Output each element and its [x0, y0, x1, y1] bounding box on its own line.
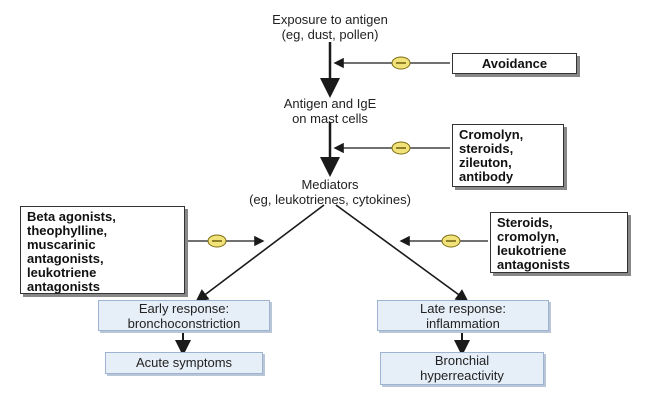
inhibit-symbol-early [207, 234, 227, 248]
inhibitor-box-early: Beta agonists, theophylline, muscarinic … [20, 206, 185, 294]
node-antigen-ige-line2: on mast cells [292, 111, 368, 126]
inhibitor-box-avoidance: Avoidance [452, 53, 577, 74]
response-late-line2: inflammation [426, 316, 500, 331]
inhibitor-late-line: cromolyn, [497, 229, 560, 244]
inhibitor-late-line: antagonists [497, 257, 570, 272]
node-exposure: Exposure to antigen (eg, dust, pollen) [220, 12, 440, 42]
inhibitor-early-line: Beta agonists, [27, 209, 116, 224]
node-antigen-ige-line1: Antigen and IgE [283, 96, 377, 111]
inhibitor-early-line: antagonists [27, 279, 100, 294]
response-early-line2: bronchoconstriction [127, 316, 241, 331]
inhibitor-mast-cell-line: antibody [459, 169, 514, 184]
response-acute-line1: Acute symptoms [135, 355, 233, 370]
node-mediators-line2: (eg, leukotrienes, cytokines) [249, 192, 411, 207]
inhibit-symbol-mast-cell [391, 141, 411, 155]
inhibitor-early-line: muscarinic [27, 237, 96, 252]
inhibitor-avoidance-line: Avoidance [481, 56, 548, 71]
inhibitor-late-line: leukotriene [497, 243, 567, 258]
arrow-mediators-to-late [335, 204, 469, 302]
node-mediators: Mediators (eg, leukotrienes, cytokines) [190, 177, 470, 207]
response-box-late: Late response: inflammation [377, 300, 549, 331]
inhibitor-box-mast-cell: Cromolyn, steroids, zileuton, antibody [452, 124, 564, 187]
inhibitor-early-line: antagonists, [27, 251, 104, 266]
response-hyper-line1: Bronchial [434, 353, 490, 368]
inhibit-symbol-avoidance [391, 56, 411, 70]
response-early-line1: Early response: [138, 301, 230, 316]
inhibitor-mast-cell-line: steroids, [459, 141, 514, 156]
node-antigen-ige: Antigen and IgE on mast cells [220, 96, 440, 126]
inhibitor-early-line: leukotriene [27, 265, 97, 280]
node-exposure-line1: Exposure to antigen [272, 12, 388, 27]
inhibitor-mast-cell-line: Cromolyn, [459, 127, 524, 142]
inhibit-symbol-late [441, 234, 461, 248]
node-mediators-line1: Mediators [301, 177, 359, 192]
node-exposure-line2: (eg, dust, pollen) [281, 27, 379, 42]
response-box-early: Early response: bronchoconstriction [98, 300, 270, 331]
response-late-line1: Late response: [419, 301, 506, 316]
arrow-mediators-to-early [195, 204, 325, 302]
inhibitor-early-line: theophylline, [27, 223, 108, 238]
response-box-acute: Acute symptoms [105, 352, 263, 374]
response-hyper-line2: hyperreactivity [420, 368, 504, 383]
response-box-hyper: Bronchial hyperreactivity [380, 352, 544, 385]
inhibitor-mast-cell-line: zileuton, [459, 155, 512, 170]
inhibitor-box-late: Steroids, cromolyn, leukotriene antagoni… [490, 212, 628, 273]
inhibitor-late-line: Steroids, [497, 215, 553, 230]
